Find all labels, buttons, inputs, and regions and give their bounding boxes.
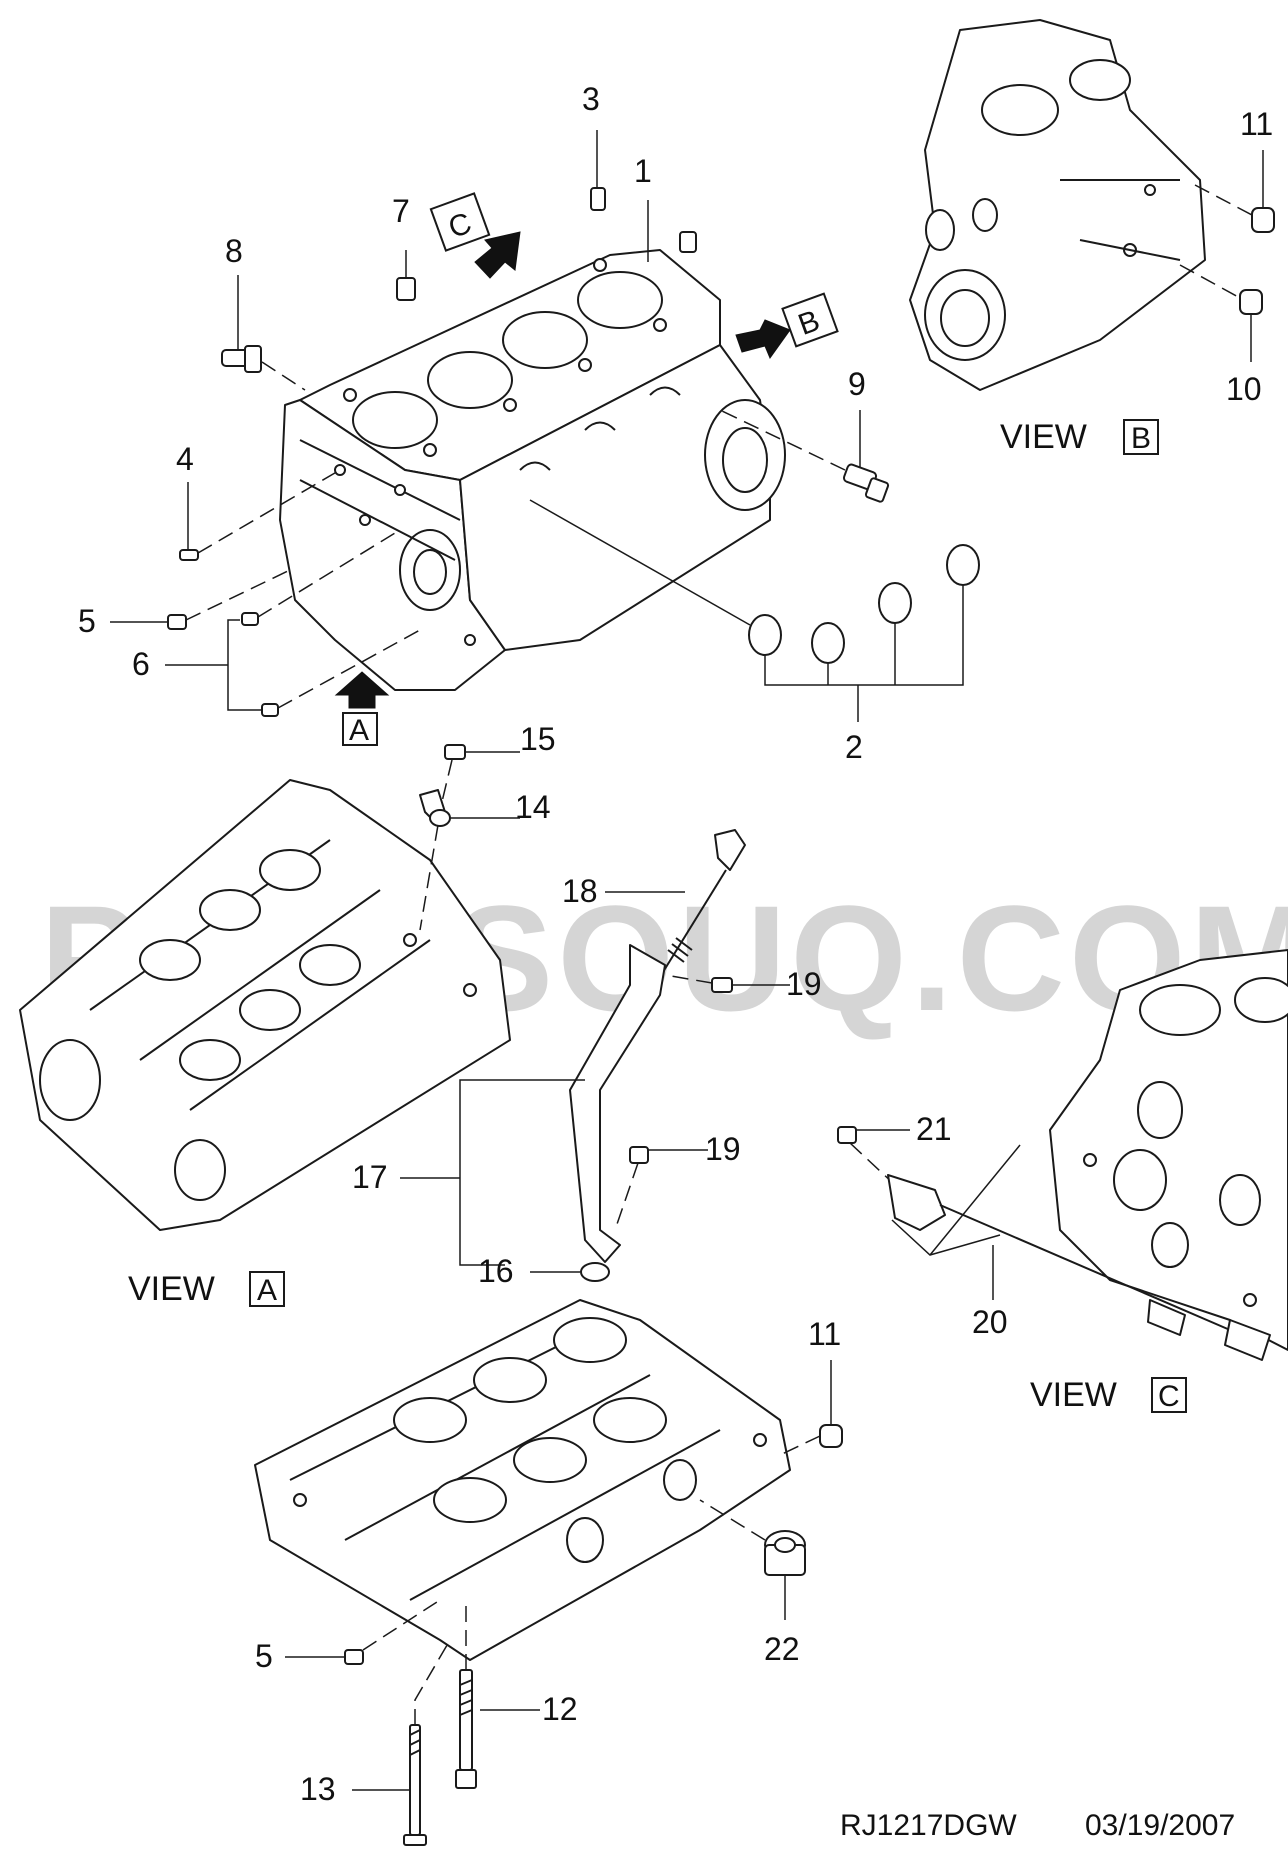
footer: RJ1217DGW 03/19/2007 (840, 1809, 1235, 1842)
bolt-13 (403, 1724, 427, 1846)
callout-15: 15 (520, 721, 556, 757)
view-c-word: VIEW (1030, 1376, 1117, 1414)
dipstick-18 (654, 829, 746, 986)
callout-10: 10 (1226, 371, 1262, 407)
callout-2: 2 (845, 729, 863, 765)
view-c-arrow: C (429, 192, 521, 279)
callout-11-bottom: 11 (808, 1316, 841, 1352)
cylinder-bore-2 (427, 351, 513, 409)
oil-jet-14 (419, 789, 451, 827)
view-a-letter: A (257, 1274, 277, 1307)
callout-19-mid: 19 (705, 1131, 741, 1167)
callout-17: 17 (352, 1159, 388, 1195)
view-c-letter: C (1158, 1380, 1180, 1413)
view-a-detail (19, 779, 511, 1231)
callout-7: 7 (392, 193, 410, 229)
callout-20: 20 (972, 1304, 1008, 1340)
callout-21: 21 (916, 1111, 952, 1147)
view-a-label: VIEW A (128, 1270, 285, 1308)
dipstick-tube-17 (569, 944, 666, 1263)
cylinder-bore-3 (502, 311, 588, 369)
callout-3: 3 (582, 81, 600, 117)
view-b-letter: B (1131, 422, 1151, 455)
view-b-arrow: B (735, 292, 839, 360)
callout-13: 13 (300, 1771, 336, 1807)
view-c-detail (1049, 949, 1288, 1351)
view-a-word: VIEW (128, 1270, 215, 1308)
callout-8: 8 (225, 233, 243, 269)
bolt-12 (455, 1669, 477, 1789)
plug-8 (221, 345, 262, 373)
callout-1: 1 (634, 153, 652, 189)
callout-6: 6 (132, 646, 150, 682)
callout-4: 4 (176, 441, 194, 477)
crank-sensor-20 (887, 1174, 1271, 1361)
callout-18: 18 (562, 873, 598, 909)
bearing-plugs-2 (748, 544, 980, 664)
callout-19-top: 19 (786, 966, 822, 1002)
callout-11-top: 11 (1240, 106, 1273, 142)
callout-16: 16 (478, 1253, 514, 1289)
callout-5-top: 5 (78, 603, 96, 639)
callout-12: 12 (542, 1691, 578, 1727)
footer-code: RJ1217DGW (840, 1809, 1017, 1842)
view-b-word: VIEW (1000, 418, 1087, 456)
callout-9: 9 (848, 366, 866, 402)
plug-22 (764, 1530, 806, 1576)
cylinder-bore-4 (577, 271, 663, 329)
cylinder-bore-1 (352, 391, 438, 449)
o-ring-16 (580, 1262, 610, 1282)
callout-14: 14 (515, 789, 551, 825)
callout-5-bottom: 5 (255, 1638, 273, 1674)
view-c-label: VIEW C (1030, 1376, 1187, 1414)
arrow-letter-a: A (349, 714, 369, 747)
cylinder-block (279, 249, 786, 691)
view-b-detail (909, 19, 1206, 391)
view-b-label: VIEW B (1000, 418, 1159, 456)
view-a-arrow: A (334, 671, 390, 747)
callout-22: 22 (764, 1631, 800, 1667)
plug-9 (842, 463, 890, 503)
footer-date: 03/19/2007 (1085, 1809, 1235, 1842)
bedplate (254, 1299, 791, 1661)
